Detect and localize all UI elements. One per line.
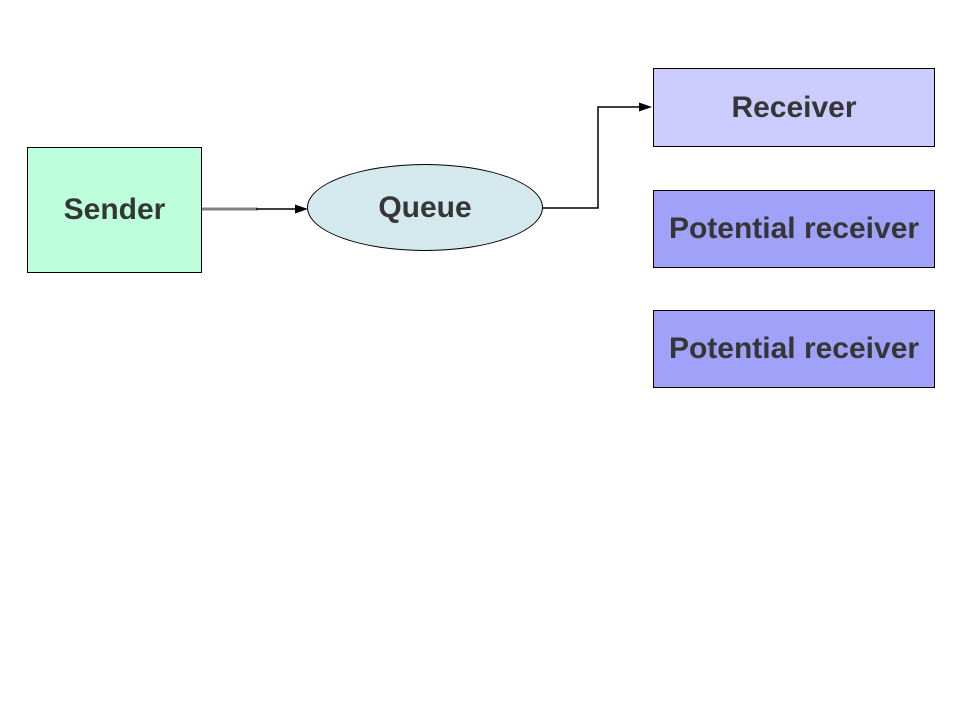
node-sender: Sender xyxy=(27,147,202,273)
node-potential-receiver-1-label: Potential receiver xyxy=(668,212,920,245)
node-queue: Queue xyxy=(307,164,543,251)
node-potential-receiver-1: Potential receiver xyxy=(653,190,935,268)
node-receiver-label: Receiver xyxy=(731,90,857,124)
arrowhead-icon xyxy=(639,102,652,112)
node-sender-label: Sender xyxy=(63,193,166,226)
node-queue-label: Queue xyxy=(378,190,472,224)
node-potential-receiver-2-label: Potential receiver xyxy=(668,332,920,365)
node-receiver: Receiver xyxy=(653,68,935,147)
node-potential-receiver-2: Potential receiver xyxy=(653,310,935,388)
connector-queue-receiver xyxy=(543,102,652,209)
connector-sender-queue xyxy=(202,204,308,214)
